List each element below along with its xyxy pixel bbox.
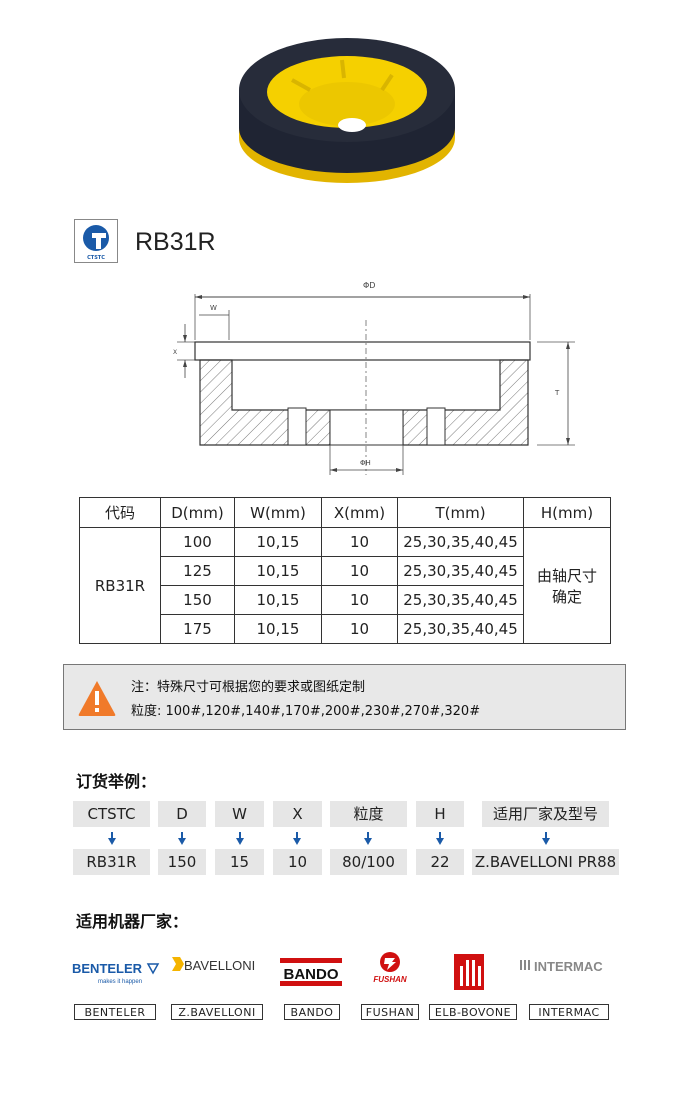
product-wheel-image xyxy=(239,38,455,183)
header-t: T(mm) xyxy=(397,497,524,528)
cell-w: 10,15 xyxy=(234,527,322,557)
svg-text:ΦD: ΦD xyxy=(363,281,375,290)
order-value-grit: 80/100 xyxy=(330,849,407,875)
header-x: X(mm) xyxy=(321,497,398,528)
cell-x: 10 xyxy=(321,585,398,615)
brand-label-elb-bovone: ELB-BOVONE xyxy=(429,1004,517,1020)
header-h: H(mm) xyxy=(523,497,611,528)
header-d: D(mm) xyxy=(160,497,235,528)
table-row: RB31R 100 10,15 10 25,30,35,40,45 由轴尺寸 确… xyxy=(79,527,611,644)
cell-d: 175 xyxy=(160,614,235,644)
order-value-x: 10 xyxy=(273,849,322,875)
fushan-logo: FUSHAN xyxy=(373,952,407,984)
table-header-row: 代码 D(mm) W(mm) X(mm) T(mm) H(mm) xyxy=(79,497,611,528)
h-cell: 由轴尺寸 确定 xyxy=(523,527,611,644)
cell-t: 25,30,35,40,45 xyxy=(397,556,524,586)
code-cell: RB31R xyxy=(79,527,161,644)
order-value-machine: Z.BAVELLONI PR88 xyxy=(472,849,619,875)
benteler-logo: BENTELER makes it happen xyxy=(72,961,160,985)
h-line2: 确定 xyxy=(551,587,582,606)
arrow-down-icon xyxy=(364,832,372,845)
header-w: W(mm) xyxy=(234,497,322,528)
svg-text:BANDO: BANDO xyxy=(284,966,339,983)
brand-label-bavelloni: Z.BAVELLONI xyxy=(171,1004,263,1020)
brand-label-benteler: BENTELER xyxy=(74,1004,156,1020)
svg-text:FUSHAN: FUSHAN xyxy=(373,975,407,984)
machines-title: 适用机器厂家： xyxy=(76,912,189,931)
svg-text:BENTELER: BENTELER xyxy=(72,961,143,976)
cell-w: 10,15 xyxy=(234,614,322,644)
table-row: 175 10,15 10 25,30,35,40,45 xyxy=(80,614,611,644)
cell-t: 25,30,35,40,45 xyxy=(397,527,524,557)
cell-d: 150 xyxy=(160,585,235,615)
note-box: 注：特殊尺寸可根据您的要求或图纸定制 粒度: 100#,120#,140#,17… xyxy=(63,664,626,730)
technical-drawing: ΦD W X T ΦH xyxy=(173,281,575,475)
order-value-w: 15 xyxy=(215,849,264,875)
svg-text:INTERMAC: INTERMAC xyxy=(534,959,603,974)
order-value-code: RB31R xyxy=(73,849,150,875)
cell-x: 10 xyxy=(321,614,398,644)
svg-text:BAVELLONI: BAVELLONI xyxy=(184,958,255,973)
product-title: RB31R xyxy=(135,228,216,256)
elb-bovone-logo xyxy=(454,954,484,990)
arrow-down-icon xyxy=(236,832,244,845)
arrow-down-icon xyxy=(108,832,116,845)
header-code: 代码 xyxy=(79,497,161,528)
order-key-grit: 粒度 xyxy=(330,801,407,827)
svg-text:X: X xyxy=(173,349,177,356)
brand-label-fushan: FUSHAN xyxy=(361,1004,419,1020)
cell-x: 10 xyxy=(321,556,398,586)
cell-w: 10,15 xyxy=(234,585,322,615)
arrow-down-icon xyxy=(293,832,301,845)
order-key-d: D xyxy=(158,801,206,827)
bavelloni-logo: BAVELLONI xyxy=(172,957,255,973)
order-key-h: H xyxy=(416,801,464,827)
cell-x: 10 xyxy=(321,527,398,557)
cell-t: 25,30,35,40,45 xyxy=(397,585,524,615)
cell-w: 10,15 xyxy=(234,556,322,586)
order-value-h: 22 xyxy=(416,849,464,875)
note-custom-size: 注：特殊尺寸可根据您的要求或图纸定制 xyxy=(131,680,366,695)
order-value-d: 150 xyxy=(158,849,206,875)
svg-text:T: T xyxy=(554,389,560,397)
arrow-down-icon xyxy=(178,832,186,845)
arrow-down-icon xyxy=(436,832,444,845)
ctstc-logo: CTSTC xyxy=(74,219,118,263)
svg-text:makes it happen: makes it happen xyxy=(98,979,142,985)
warning-icon xyxy=(78,681,116,716)
order-key-x: X xyxy=(273,801,322,827)
cell-d: 125 xyxy=(160,556,235,586)
svg-text:ΦH: ΦH xyxy=(360,459,371,467)
note-grit: 粒度: 100#,120#,140#,170#,200#,230#,270#,3… xyxy=(131,704,481,719)
arrow-down-icon xyxy=(542,832,550,845)
intermac-logo: INTERMAC xyxy=(520,959,603,974)
cell-d: 100 xyxy=(160,527,235,557)
brand-label-intermac: INTERMAC xyxy=(529,1004,609,1020)
h-line1: 由轴尺寸 xyxy=(536,566,597,585)
brand-label-bando: BANDO xyxy=(284,1004,340,1020)
svg-text:CTSTC: CTSTC xyxy=(87,255,105,261)
svg-text:W: W xyxy=(210,304,217,312)
order-example-title: 订货举例： xyxy=(76,772,157,791)
order-key-machine: 适用厂家及型号 xyxy=(482,801,609,827)
order-key-w: W xyxy=(215,801,264,827)
spec-table: 代码 D(mm) W(mm) X(mm) T(mm) H(mm) RB31R 1… xyxy=(79,497,611,644)
order-key-brand: CTSTC xyxy=(73,801,150,827)
bando-logo: BANDO xyxy=(280,958,342,986)
cell-t: 25,30,35,40,45 xyxy=(397,614,524,644)
